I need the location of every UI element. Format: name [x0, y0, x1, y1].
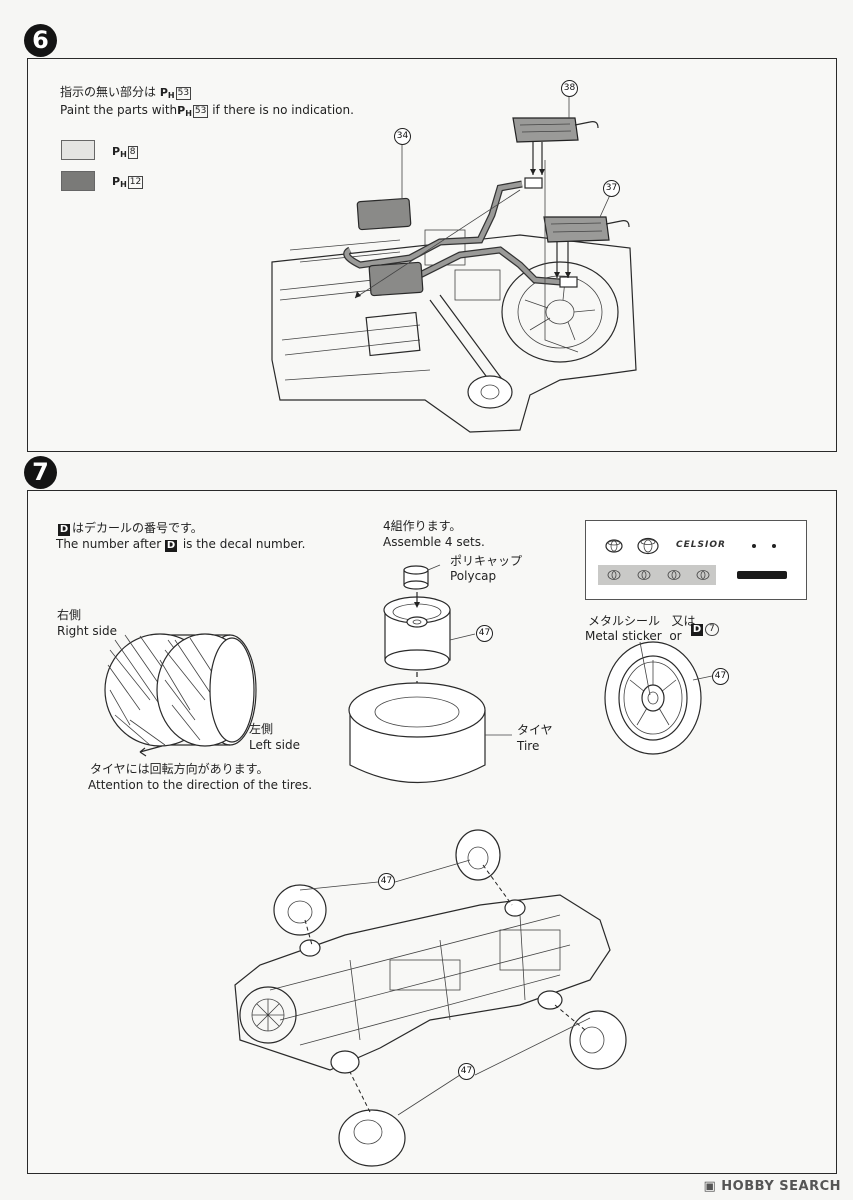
wheel-face-drawing	[604, 641, 713, 755]
celsior-logo-decal: CELSIOR	[676, 540, 726, 550]
tire-direction-note-en: Attention to the direction of the tires.	[88, 778, 313, 792]
step-6-badge: 6	[24, 24, 57, 57]
part-34-callout: 34	[394, 128, 411, 145]
part-47-callout-wheel: 47	[476, 625, 493, 642]
decal-note-en: The number after D is the decal number.	[56, 537, 306, 552]
step-6-panel	[27, 58, 837, 452]
dot-decal-1	[752, 544, 756, 548]
assemble-note-jp: 4組作ります。	[383, 519, 462, 533]
part-47-callout-front: 47	[378, 873, 395, 890]
metal-sticker-label-jp: メタルシール 又は	[588, 614, 696, 628]
wheel-47-drawing	[383, 592, 476, 671]
metal-sticker-label-en: Metal sticker or	[585, 629, 682, 643]
tire-direction-note-jp: タイヤには回転方向があります。	[90, 762, 269, 776]
right-side-label-en: Right side	[57, 624, 117, 638]
step-7-badge: 7	[24, 456, 57, 489]
paint-swatch-dark	[61, 171, 95, 191]
tire-label-en: Tire	[517, 739, 540, 753]
chassis-exhaust-illustration	[271, 96, 637, 433]
polycap-drawing	[403, 564, 441, 590]
decal-sheet-box	[585, 520, 807, 600]
tire-drawing	[348, 682, 512, 783]
left-side-label-jp: 左側	[249, 722, 274, 736]
tire-pair-drawing	[104, 633, 257, 757]
polycap-label-jp: ポリキャップ	[450, 554, 523, 568]
part-47-callout-face: 47	[712, 668, 729, 685]
right-side-label-jp: 右側	[57, 608, 82, 622]
tire-label-jp: タイヤ	[517, 723, 553, 737]
black-stripe-decal	[737, 571, 787, 579]
dot-decal-2	[772, 544, 776, 548]
part-47-callout-rear: 47	[458, 1063, 475, 1080]
paint-swatch-light	[61, 140, 95, 160]
polycap-label-en: Polycap	[450, 569, 497, 583]
hobby-search-watermark: ▣ HOBBY SEARCH	[703, 1179, 841, 1194]
chassis-wheels-drawing	[234, 829, 627, 1167]
left-side-label-en: Left side	[249, 738, 300, 752]
part-37-callout: 37	[603, 180, 620, 197]
assemble-note-en: Assemble 4 sets.	[383, 535, 485, 549]
part-38-callout: 38	[561, 80, 578, 97]
decal-strip	[598, 565, 716, 585]
